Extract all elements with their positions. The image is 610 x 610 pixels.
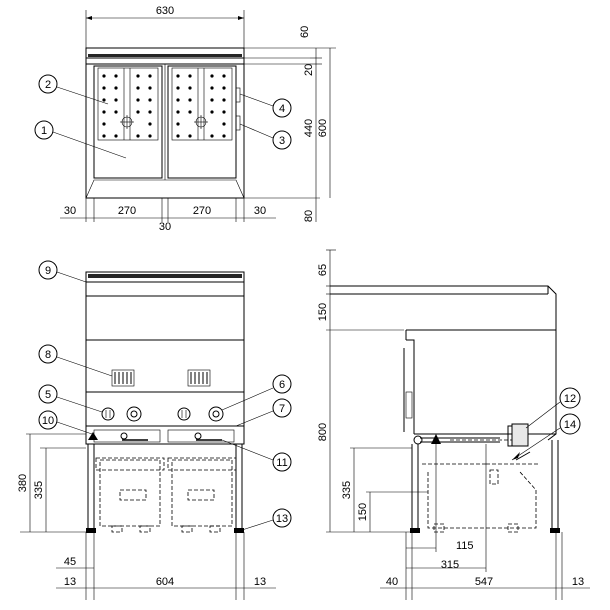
dim-335-side: 335 [341, 481, 353, 499]
knob-right-b [208, 406, 224, 422]
dim-60: 60 [299, 26, 311, 38]
callout-9: 9 [38, 260, 87, 283]
basket-right [171, 67, 233, 141]
svg-text:6: 6 [279, 379, 285, 391]
dim-30-left: 30 [64, 205, 76, 217]
dim-270-left: 270 [118, 205, 136, 217]
svg-text:13: 13 [276, 513, 288, 525]
callout-7: 7 [235, 398, 292, 427]
dim-150-top: 150 [317, 303, 329, 321]
callout-1: 1 [34, 120, 127, 159]
svg-text:11: 11 [276, 457, 287, 469]
dim-65: 65 [317, 264, 329, 276]
svg-text:5: 5 [45, 389, 51, 401]
top-front-view: 630 [34, 5, 336, 233]
svg-text:14: 14 [564, 419, 576, 431]
front-elevation: 380 335 45 13 604 13 9 8 5 10 [17, 260, 292, 600]
basket-left [97, 67, 159, 141]
knob-left-b [126, 406, 142, 422]
side-elevation: 65 150 800 335 150 115 315 40 547 13 12 [317, 249, 590, 600]
svg-text:1: 1 [41, 125, 47, 137]
grate-pattern [88, 54, 242, 57]
dim-20: 20 [303, 64, 315, 76]
dim-270-right: 270 [193, 205, 211, 217]
dim-30-right: 30 [254, 205, 266, 217]
callout-12: 12 [525, 387, 581, 429]
knob-right-a [177, 407, 191, 421]
callout-5: 5 [38, 384, 103, 413]
dim-13-side: 13 [572, 576, 584, 588]
svg-text:8: 8 [45, 349, 51, 361]
dim-80: 80 [303, 210, 315, 222]
svg-text:3: 3 [279, 135, 285, 147]
callout-14: 14 [511, 413, 581, 461]
dim-440: 440 [303, 119, 315, 137]
dim-630: 630 [156, 5, 174, 17]
knob-left-a [101, 407, 115, 421]
dim-40: 40 [386, 576, 398, 588]
dim-604: 604 [156, 576, 174, 588]
svg-text:9: 9 [45, 265, 51, 277]
callout-10: 10 [38, 410, 93, 435]
dim-800: 800 [317, 423, 329, 441]
callout-8: 8 [38, 344, 113, 377]
svg-text:10: 10 [42, 415, 54, 427]
svg-text:4: 4 [279, 103, 285, 115]
dim-315: 315 [441, 559, 459, 571]
dim-335-front: 335 [33, 481, 45, 499]
dim-13-left: 13 [64, 576, 76, 588]
dim-30-center: 30 [159, 221, 171, 233]
callout-3: 3 [239, 123, 292, 150]
dim-600: 600 [317, 119, 329, 137]
svg-text:2: 2 [45, 79, 51, 91]
callout-11: 11 [221, 439, 292, 472]
dim-547: 547 [475, 576, 493, 588]
dim-150-bottom: 150 [357, 503, 369, 521]
dim-380: 380 [17, 474, 29, 492]
dim-13-right: 13 [254, 576, 266, 588]
dim-115: 115 [456, 540, 474, 552]
callout-2: 2 [38, 74, 109, 105]
callout-6: 6 [221, 374, 292, 411]
svg-text:12: 12 [564, 393, 576, 405]
svg-text:7: 7 [279, 403, 285, 415]
callout-4: 4 [239, 93, 292, 118]
dim-45: 45 [64, 556, 76, 568]
callout-13: 13 [241, 508, 292, 531]
